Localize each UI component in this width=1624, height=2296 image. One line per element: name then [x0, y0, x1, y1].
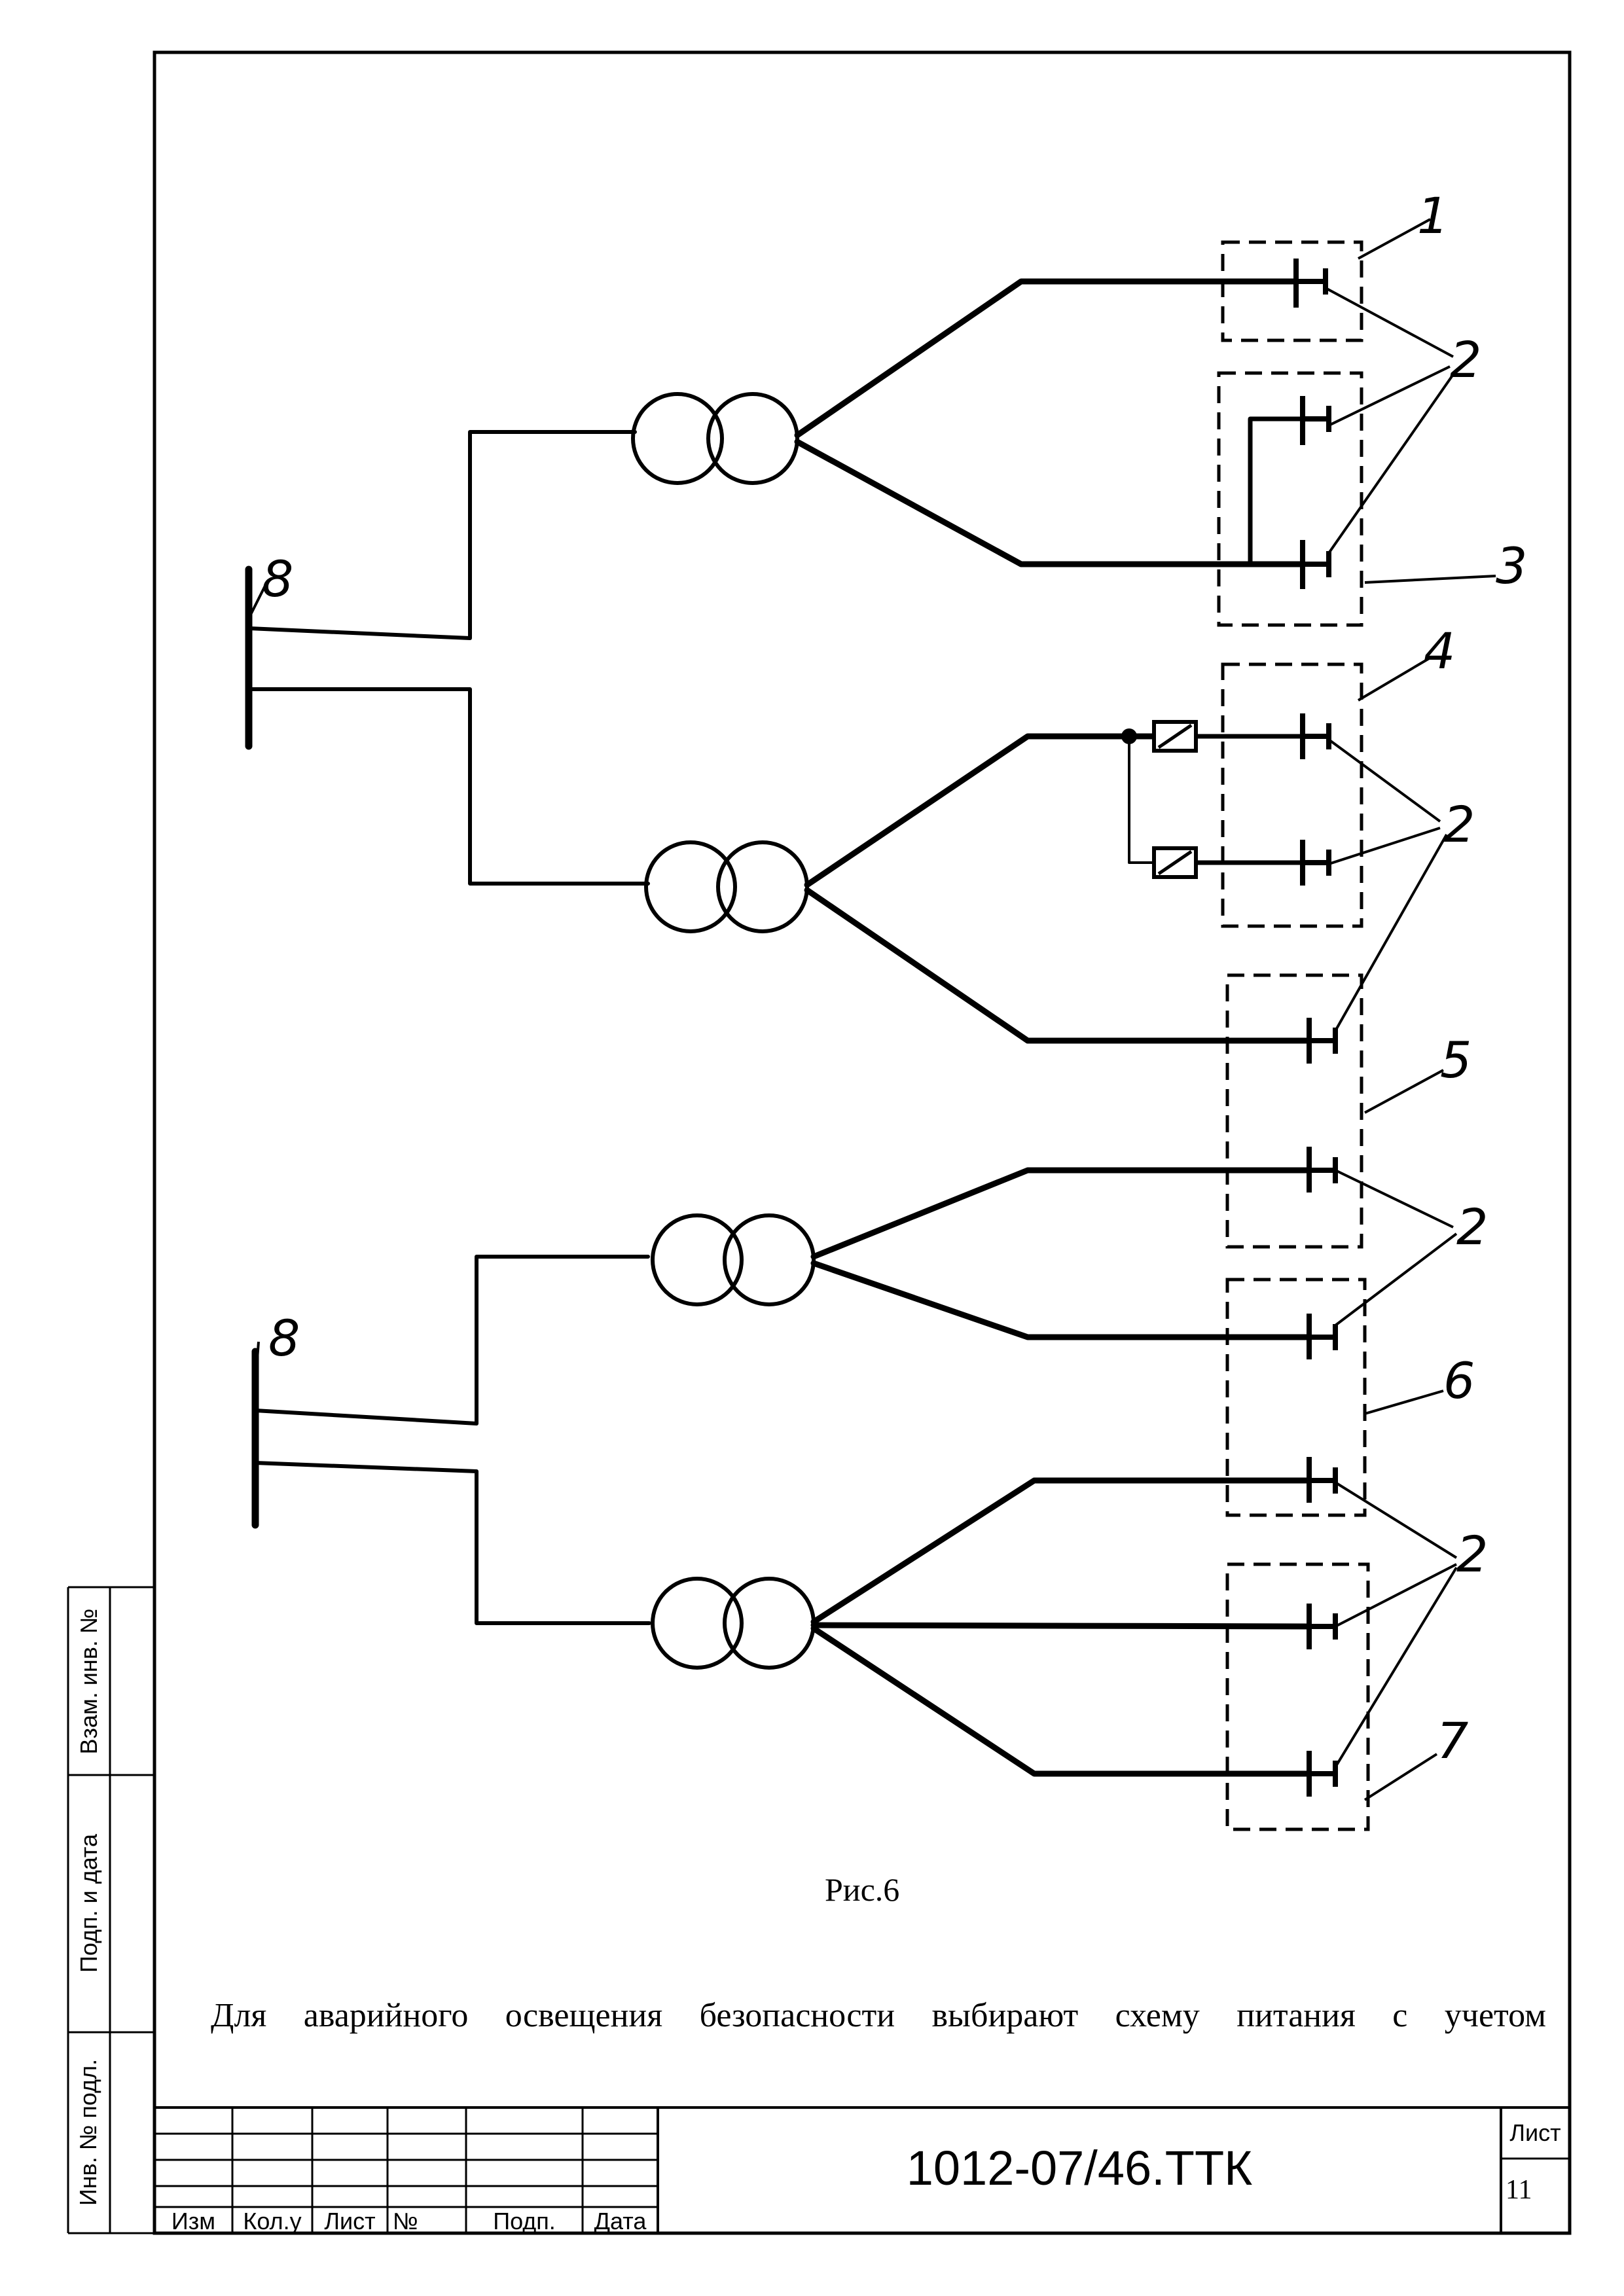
group-box-6: [1225, 1278, 1367, 1517]
main-frame: [153, 50, 1572, 2235]
t2-out-a: [804, 733, 1155, 888]
callout-2-d: 2: [1456, 1525, 1489, 1583]
callout-7: 7: [1437, 1712, 1469, 1770]
document-code: 1012-07/46.ТТК: [906, 2141, 1253, 2195]
tb-col-podp: Подп.: [493, 2208, 556, 2234]
tb-col-list: Лист: [324, 2208, 376, 2234]
transformer-2: [644, 840, 809, 933]
figure-caption: Рис.6: [825, 1871, 900, 1908]
group-box-3: [1217, 371, 1363, 627]
t3-out-b: [810, 1260, 1312, 1340]
lamp-group-boxes: [1217, 240, 1370, 1831]
group-box-1: [1221, 240, 1363, 342]
t3-out-a: [810, 1167, 1312, 1260]
t4-out-c: [810, 1625, 1312, 1777]
group-box-7: [1225, 1562, 1370, 1831]
leader-lines: [247, 218, 1496, 1801]
callout-8-lower: 8: [268, 1309, 300, 1367]
t1-branch: [1248, 416, 1305, 567]
callout-2-a: 2: [1450, 331, 1482, 389]
tb-col-izm: Изм: [171, 2208, 216, 2234]
side-label-podp-data: Подп. и дата: [75, 1833, 102, 1973]
t4-out-a: [810, 1477, 1312, 1625]
feeder-1: [247, 430, 637, 640]
t1-out-a: [794, 278, 1299, 439]
fuse-2: [1152, 846, 1198, 879]
junction-node: [1121, 728, 1137, 744]
side-label-vzam-inv: Взам. инв. №: [75, 1608, 102, 1755]
callout-4: 4: [1424, 622, 1456, 680]
t1-out-b: [794, 439, 1306, 567]
group-box-4: [1221, 662, 1363, 928]
sheet-number: 11: [1506, 2175, 1532, 2205]
callout-8-upper: 8: [262, 550, 294, 608]
side-stamp-frame: [67, 1586, 154, 2234]
feeder-2: [247, 687, 650, 886]
t4-out-b: [810, 1622, 1312, 1630]
callout-2-b: 2: [1443, 795, 1475, 853]
feeder-3: [253, 1255, 650, 1426]
sheet-label: Лист: [1509, 2119, 1561, 2146]
callout-3: 3: [1496, 537, 1528, 595]
body-paragraph: Для аварийного освещения безопасности вы…: [211, 1997, 1546, 2034]
side-label-inv-podl: Инв. № подл.: [75, 2058, 101, 2206]
fuse-1: [1152, 720, 1198, 753]
lamp-symbols: [1293, 259, 1338, 1797]
callout-6: 6: [1443, 1352, 1475, 1410]
tb-col-kol: Кол.у: [243, 2208, 302, 2234]
transformer-4: [651, 1577, 816, 1670]
callout-5: 5: [1440, 1031, 1472, 1089]
transformer-3: [651, 1213, 816, 1306]
transformer-1: [631, 392, 799, 485]
power-scheme: [245, 278, 1312, 1777]
group-box-5: [1225, 973, 1363, 1249]
feeder-4: [253, 1461, 651, 1625]
tb-col-num: №: [393, 2208, 418, 2234]
title-block-frame: [154, 2106, 1570, 2233]
callout-2-c: 2: [1456, 1198, 1489, 1256]
callout-1: 1: [1417, 187, 1449, 245]
t2-out-b: [804, 887, 1312, 1044]
tb-col-data: Дата: [594, 2208, 647, 2234]
